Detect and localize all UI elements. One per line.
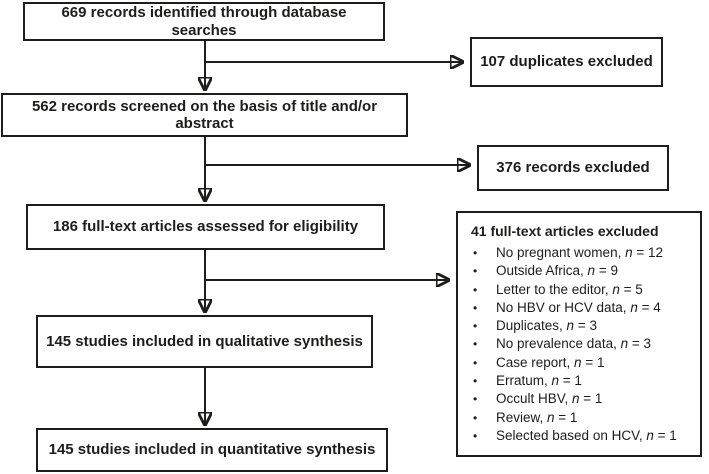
box-fulltext-excluded: 41 full-text articles excluded • No pregn… (456, 211, 702, 457)
bullet-icon: • (473, 392, 478, 407)
excluded-item-text: Selected based on HCV, n = 1 (496, 427, 677, 443)
bullet-icon: • (473, 246, 478, 260)
box-records-excluded-label: 376 records excluded (496, 159, 650, 177)
excluded-item: • Occult HBV, n = 1 (470, 390, 692, 408)
bullet-icon: • (473, 337, 478, 352)
box-records-excluded: 376 records excluded (477, 145, 669, 191)
excluded-list: • No pregnant women, n = 12 • Outside Afric… (470, 244, 692, 445)
bullet-icon: • (473, 300, 478, 315)
excluded-item: • Case report, n = 1 (470, 354, 692, 372)
excluded-item: • No pregnant women, n = 12 (470, 244, 692, 262)
bullet-icon: • (473, 374, 478, 389)
bullet-icon: • (473, 410, 478, 425)
bullet-icon: • (473, 264, 478, 279)
bullet-icon: • (473, 282, 478, 297)
excluded-item-text: No HBV or HCV data, n = 4 (496, 299, 661, 315)
excluded-item: • Review, n = 1 (470, 409, 692, 427)
bullet-icon: • (473, 428, 478, 443)
excluded-item: • Selected based on HCV, n = 1 (470, 427, 692, 445)
excluded-item: • Duplicates, n = 3 (470, 317, 692, 335)
excluded-item-text: Case report, n = 1 (496, 354, 605, 370)
excluded-item: • No HBV or HCV data, n = 4 (470, 299, 692, 317)
excluded-item-text: Occult HBV, n = 1 (496, 391, 603, 407)
excluded-item: • No prevalence data, n = 3 (470, 335, 692, 353)
box-quantitative-synthesis: 145 studies included in quantitative syn… (36, 428, 388, 472)
excluded-item-text: No pregnant women, n = 12 (496, 245, 663, 260)
fulltext-excluded-title: 41 full-text articles excluded (471, 223, 659, 239)
box-quantitative-synthesis-label: 145 studies included in quantitative syn… (48, 441, 376, 459)
box-records-identified-label: 669 records identified through database … (61, 4, 347, 39)
excluded-item-text: Duplicates, n = 3 (496, 318, 597, 334)
excluded-item-text: No prevalence data, n = 3 (496, 336, 652, 352)
box-records-screened-label: 562 records screened on the basis of tit… (31, 97, 378, 132)
excluded-item-text: Erratum, n = 1 (496, 373, 582, 389)
excluded-item: • Outside Africa, n = 9 (470, 262, 692, 280)
excluded-item: • Letter to the editor, n = 5 (470, 281, 692, 299)
excluded-item: • Erratum, n = 1 (470, 372, 692, 390)
box-duplicates-excluded: 107 duplicates excluded (470, 37, 663, 87)
bullet-icon: • (473, 355, 478, 370)
box-duplicates-excluded-label: 107 duplicates excluded (480, 53, 653, 71)
box-qualitative-synthesis-label: 145 studies included in qualitative synt… (46, 332, 363, 350)
box-records-screened: 562 records screened on the basis of tit… (1, 93, 408, 137)
excluded-item-text: Letter to the editor, n = 5 (496, 281, 643, 297)
excluded-item-text: Review, n = 1 (496, 409, 578, 425)
bullet-icon: • (473, 319, 478, 334)
box-fulltext-assessed-label: 186 full-text articles assessed for elig… (52, 218, 359, 236)
excluded-item-text: Outside Africa, n = 9 (496, 263, 618, 279)
box-qualitative-synthesis: 145 studies included in qualitative synt… (36, 315, 373, 368)
box-fulltext-assessed: 186 full-text articles assessed for elig… (26, 204, 385, 250)
box-records-identified: 669 records identified through database … (23, 2, 385, 41)
